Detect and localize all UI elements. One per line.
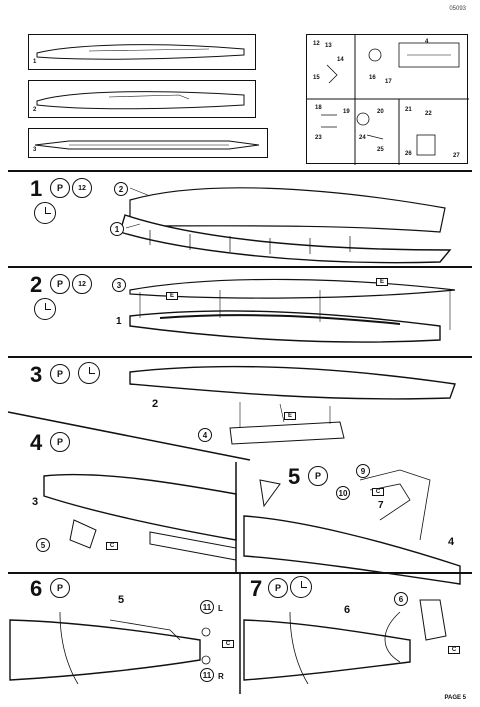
step-number: 7 <box>250 576 263 601</box>
part-number: 20 <box>377 109 384 115</box>
step-number: 4 <box>30 430 43 455</box>
deck-part <box>34 140 260 150</box>
part-callout: 9 <box>356 464 370 478</box>
paint-icon: 12 <box>72 178 92 198</box>
glue-icon: P <box>50 178 70 198</box>
part-number: 26 <box>405 151 412 157</box>
part-callout: R <box>218 672 224 681</box>
glue-icon: P <box>50 432 70 452</box>
part-callout: 7 <box>378 500 384 511</box>
part-callout: 5 <box>36 538 50 552</box>
part-callout: 10 <box>336 486 350 500</box>
part-number: 18 <box>315 105 322 111</box>
sprue-frame-b: 2 <box>28 80 256 118</box>
part-callout: 11 <box>200 600 214 614</box>
decal-flag: E <box>166 292 178 300</box>
part-number: 15 <box>313 75 320 81</box>
part-number: 27 <box>453 153 460 159</box>
glue-icon: P <box>50 274 70 294</box>
decal-flag: C <box>222 640 234 648</box>
glue-icon: P <box>50 364 70 384</box>
part-number: 25 <box>377 147 384 153</box>
step-number: 5 <box>288 464 301 489</box>
part-callout: 3 <box>32 496 39 508</box>
sprue-label: 2 <box>33 107 37 113</box>
hull-half-right <box>36 91 245 110</box>
sprue-frame-a: 1 <box>28 34 256 70</box>
decal-flag: C <box>448 646 460 654</box>
part-number: 12 <box>313 41 320 47</box>
part-number: 24 <box>359 135 366 141</box>
sprue-label: 1 <box>33 59 37 65</box>
sprue-frame-d: 12 13 14 15 16 17 18 19 20 21 22 23 24 2… <box>306 34 469 165</box>
part-callout: 2 <box>114 182 128 196</box>
part-callout: 4 <box>198 428 212 442</box>
part-number: 14 <box>337 57 344 63</box>
paint-icon: 12 <box>72 274 92 294</box>
part-callout: 3 <box>112 278 126 292</box>
glue-icon: P <box>268 578 288 598</box>
decal-flag: E <box>376 278 388 286</box>
part-callout: 1 <box>116 316 122 327</box>
step-number: 6 <box>30 576 43 601</box>
row-divider <box>8 572 240 574</box>
glue-icon: P <box>50 578 70 598</box>
clock-icon <box>34 202 56 224</box>
part-number: 23 <box>315 135 322 141</box>
step-number: 1 <box>30 176 43 201</box>
part-callout: 4 <box>448 536 455 548</box>
decal-flag: E <box>284 412 296 420</box>
page-number: PAGE 5 <box>444 695 466 701</box>
clock-icon <box>78 362 100 384</box>
row-divider <box>240 572 472 574</box>
sprue-frame-c: 3 <box>28 128 268 158</box>
decal-flag: C <box>372 488 384 496</box>
glue-icon: P <box>308 466 328 486</box>
step-number: 2 <box>30 272 43 297</box>
small-parts-tree <box>307 35 469 165</box>
part-number: 22 <box>425 111 432 117</box>
part-callout: L <box>218 604 223 613</box>
part-callout: 11 <box>200 668 214 682</box>
hull-half-left <box>36 44 245 60</box>
sprue-label: 3 <box>33 147 37 153</box>
part-number: 16 <box>369 75 376 81</box>
part-number: 17 <box>385 79 392 85</box>
part-callout: 5 <box>118 594 125 606</box>
part-number: 13 <box>325 43 332 49</box>
clock-icon <box>34 298 56 320</box>
step-number: 3 <box>30 362 43 387</box>
row-divider <box>8 170 472 172</box>
part-callout: 6 <box>344 604 351 616</box>
row-divider <box>8 266 472 268</box>
part-callout: 1 <box>110 222 124 236</box>
row-divider <box>8 356 472 358</box>
part-callout: 2 <box>152 398 159 410</box>
part-number: 21 <box>405 107 412 113</box>
sprue-tag: 4 <box>425 39 429 45</box>
clock-icon <box>290 576 312 598</box>
part-callout: 6 <box>394 592 408 606</box>
decal-flag: C <box>106 542 118 550</box>
part-number: 19 <box>343 109 350 115</box>
document-code: 05093 <box>449 6 466 12</box>
